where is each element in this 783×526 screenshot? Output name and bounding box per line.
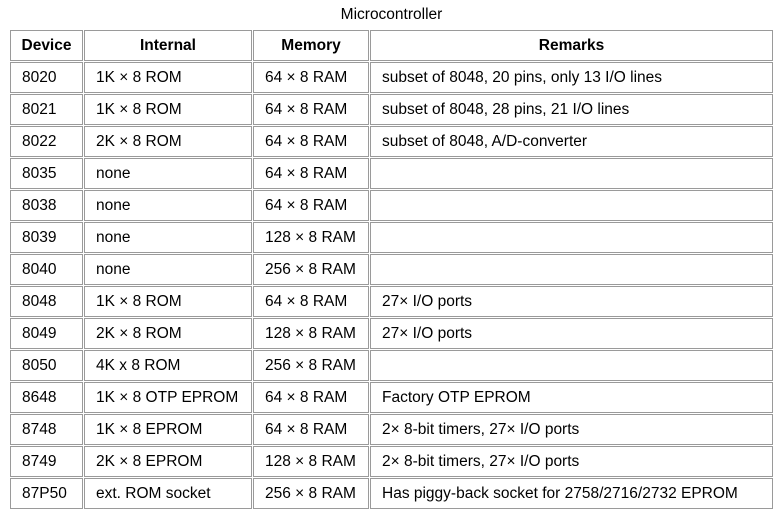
cell-memory: 64 × 8 RAM (253, 190, 369, 221)
cell-device: 8749 (10, 446, 83, 477)
cell-internal: none (84, 158, 252, 189)
cell-internal: ext. ROM socket (84, 478, 252, 509)
table-header: Device Internal Memory Remarks (10, 30, 773, 61)
cell-device: 8021 (10, 94, 83, 125)
cell-memory: 128 × 8 RAM (253, 318, 369, 349)
cell-remarks (370, 254, 773, 285)
cell-remarks: subset of 8048, 28 pins, 21 I/O lines (370, 94, 773, 125)
cell-remarks (370, 190, 773, 221)
cell-memory: 64 × 8 RAM (253, 126, 369, 157)
cell-internal: 1K × 8 ROM (84, 286, 252, 317)
cell-internal: 2K × 8 EPROM (84, 446, 252, 477)
cell-internal: none (84, 190, 252, 221)
header-remarks: Remarks (370, 30, 773, 61)
cell-device: 8022 (10, 126, 83, 157)
cell-memory: 256 × 8 RAM (253, 254, 369, 285)
cell-remarks (370, 158, 773, 189)
header-row: Device Internal Memory Remarks (10, 30, 773, 61)
cell-internal: 4K x 8 ROM (84, 350, 252, 381)
cell-device: 8050 (10, 350, 83, 381)
cell-remarks (370, 350, 773, 381)
cell-device: 8035 (10, 158, 83, 189)
cell-internal: 1K × 8 EPROM (84, 414, 252, 445)
cell-memory: 64 × 8 RAM (253, 382, 369, 413)
cell-remarks: 27× I/O ports (370, 286, 773, 317)
cell-memory: 256 × 8 RAM (253, 478, 369, 509)
cell-internal: 1K × 8 OTP EPROM (84, 382, 252, 413)
cell-internal: 2K × 8 ROM (84, 318, 252, 349)
cell-memory: 64 × 8 RAM (253, 286, 369, 317)
cell-memory: 128 × 8 RAM (253, 222, 369, 253)
cell-device: 8748 (10, 414, 83, 445)
cell-internal: none (84, 222, 252, 253)
cell-remarks: Factory OTP EPROM (370, 382, 773, 413)
cell-memory: 64 × 8 RAM (253, 94, 369, 125)
cell-device: 8648 (10, 382, 83, 413)
cell-memory: 256 × 8 RAM (253, 350, 369, 381)
header-memory: Memory (253, 30, 369, 61)
cell-memory: 64 × 8 RAM (253, 158, 369, 189)
cell-device: 8048 (10, 286, 83, 317)
cell-remarks: subset of 8048, A/D-converter (370, 126, 773, 157)
cell-remarks (370, 222, 773, 253)
cell-remarks: 27× I/O ports (370, 318, 773, 349)
cell-memory: 64 × 8 RAM (253, 414, 369, 445)
header-device: Device (10, 30, 83, 61)
cell-device: 8049 (10, 318, 83, 349)
cell-remarks: Has piggy-back socket for 2758/2716/2732… (370, 478, 773, 509)
table-title: Microcontroller (340, 6, 443, 23)
cell-device: 8038 (10, 190, 83, 221)
cell-remarks: 2× 8-bit timers, 27× I/O ports (370, 414, 773, 445)
cell-device: 8020 (10, 62, 83, 93)
cell-internal: 1K × 8 ROM (84, 62, 252, 93)
cell-remarks: 2× 8-bit timers, 27× I/O ports (370, 446, 773, 477)
cell-remarks: subset of 8048, 20 pins, only 13 I/O lin… (370, 62, 773, 93)
cell-device: 87P50 (10, 478, 83, 509)
cell-internal: 1K × 8 ROM (84, 94, 252, 125)
cell-internal: 2K × 8 ROM (84, 126, 252, 157)
cell-device: 8039 (10, 222, 83, 253)
cell-memory: 128 × 8 RAM (253, 446, 369, 477)
cell-memory: 64 × 8 RAM (253, 62, 369, 93)
cell-internal: none (84, 254, 252, 285)
cell-device: 8040 (10, 254, 83, 285)
header-internal: Internal (84, 30, 252, 61)
